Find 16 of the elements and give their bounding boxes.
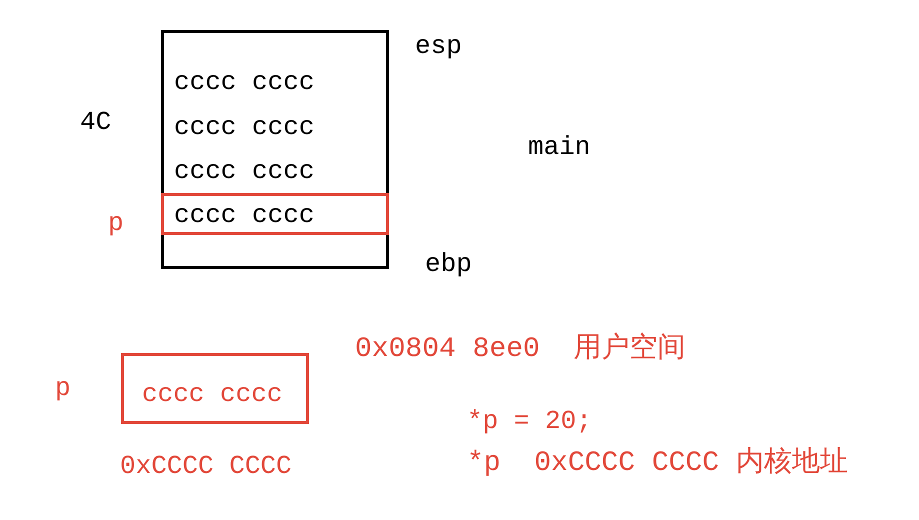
- code-line: *p = 20;: [467, 408, 592, 434]
- cell-text: cccc cccc: [142, 381, 282, 407]
- cell-text: cccc cccc: [174, 158, 314, 184]
- highlighted-row-box: [161, 193, 389, 235]
- stack-frame-box: [161, 30, 389, 269]
- cell-text: cccc cccc: [174, 114, 314, 140]
- pointer-name: p: [108, 210, 124, 236]
- register-label: esp: [415, 33, 462, 59]
- function-label: main: [528, 134, 590, 160]
- cell-text: cccc cccc: [174, 69, 314, 95]
- address-value: 0xCCCC CCCC: [120, 453, 292, 479]
- size-label: 4C: [80, 109, 112, 135]
- register-label: ebp: [425, 251, 472, 277]
- pointer-name: p: [55, 375, 71, 401]
- pointer-box: [121, 353, 309, 424]
- cell-text: cccc cccc: [174, 202, 314, 228]
